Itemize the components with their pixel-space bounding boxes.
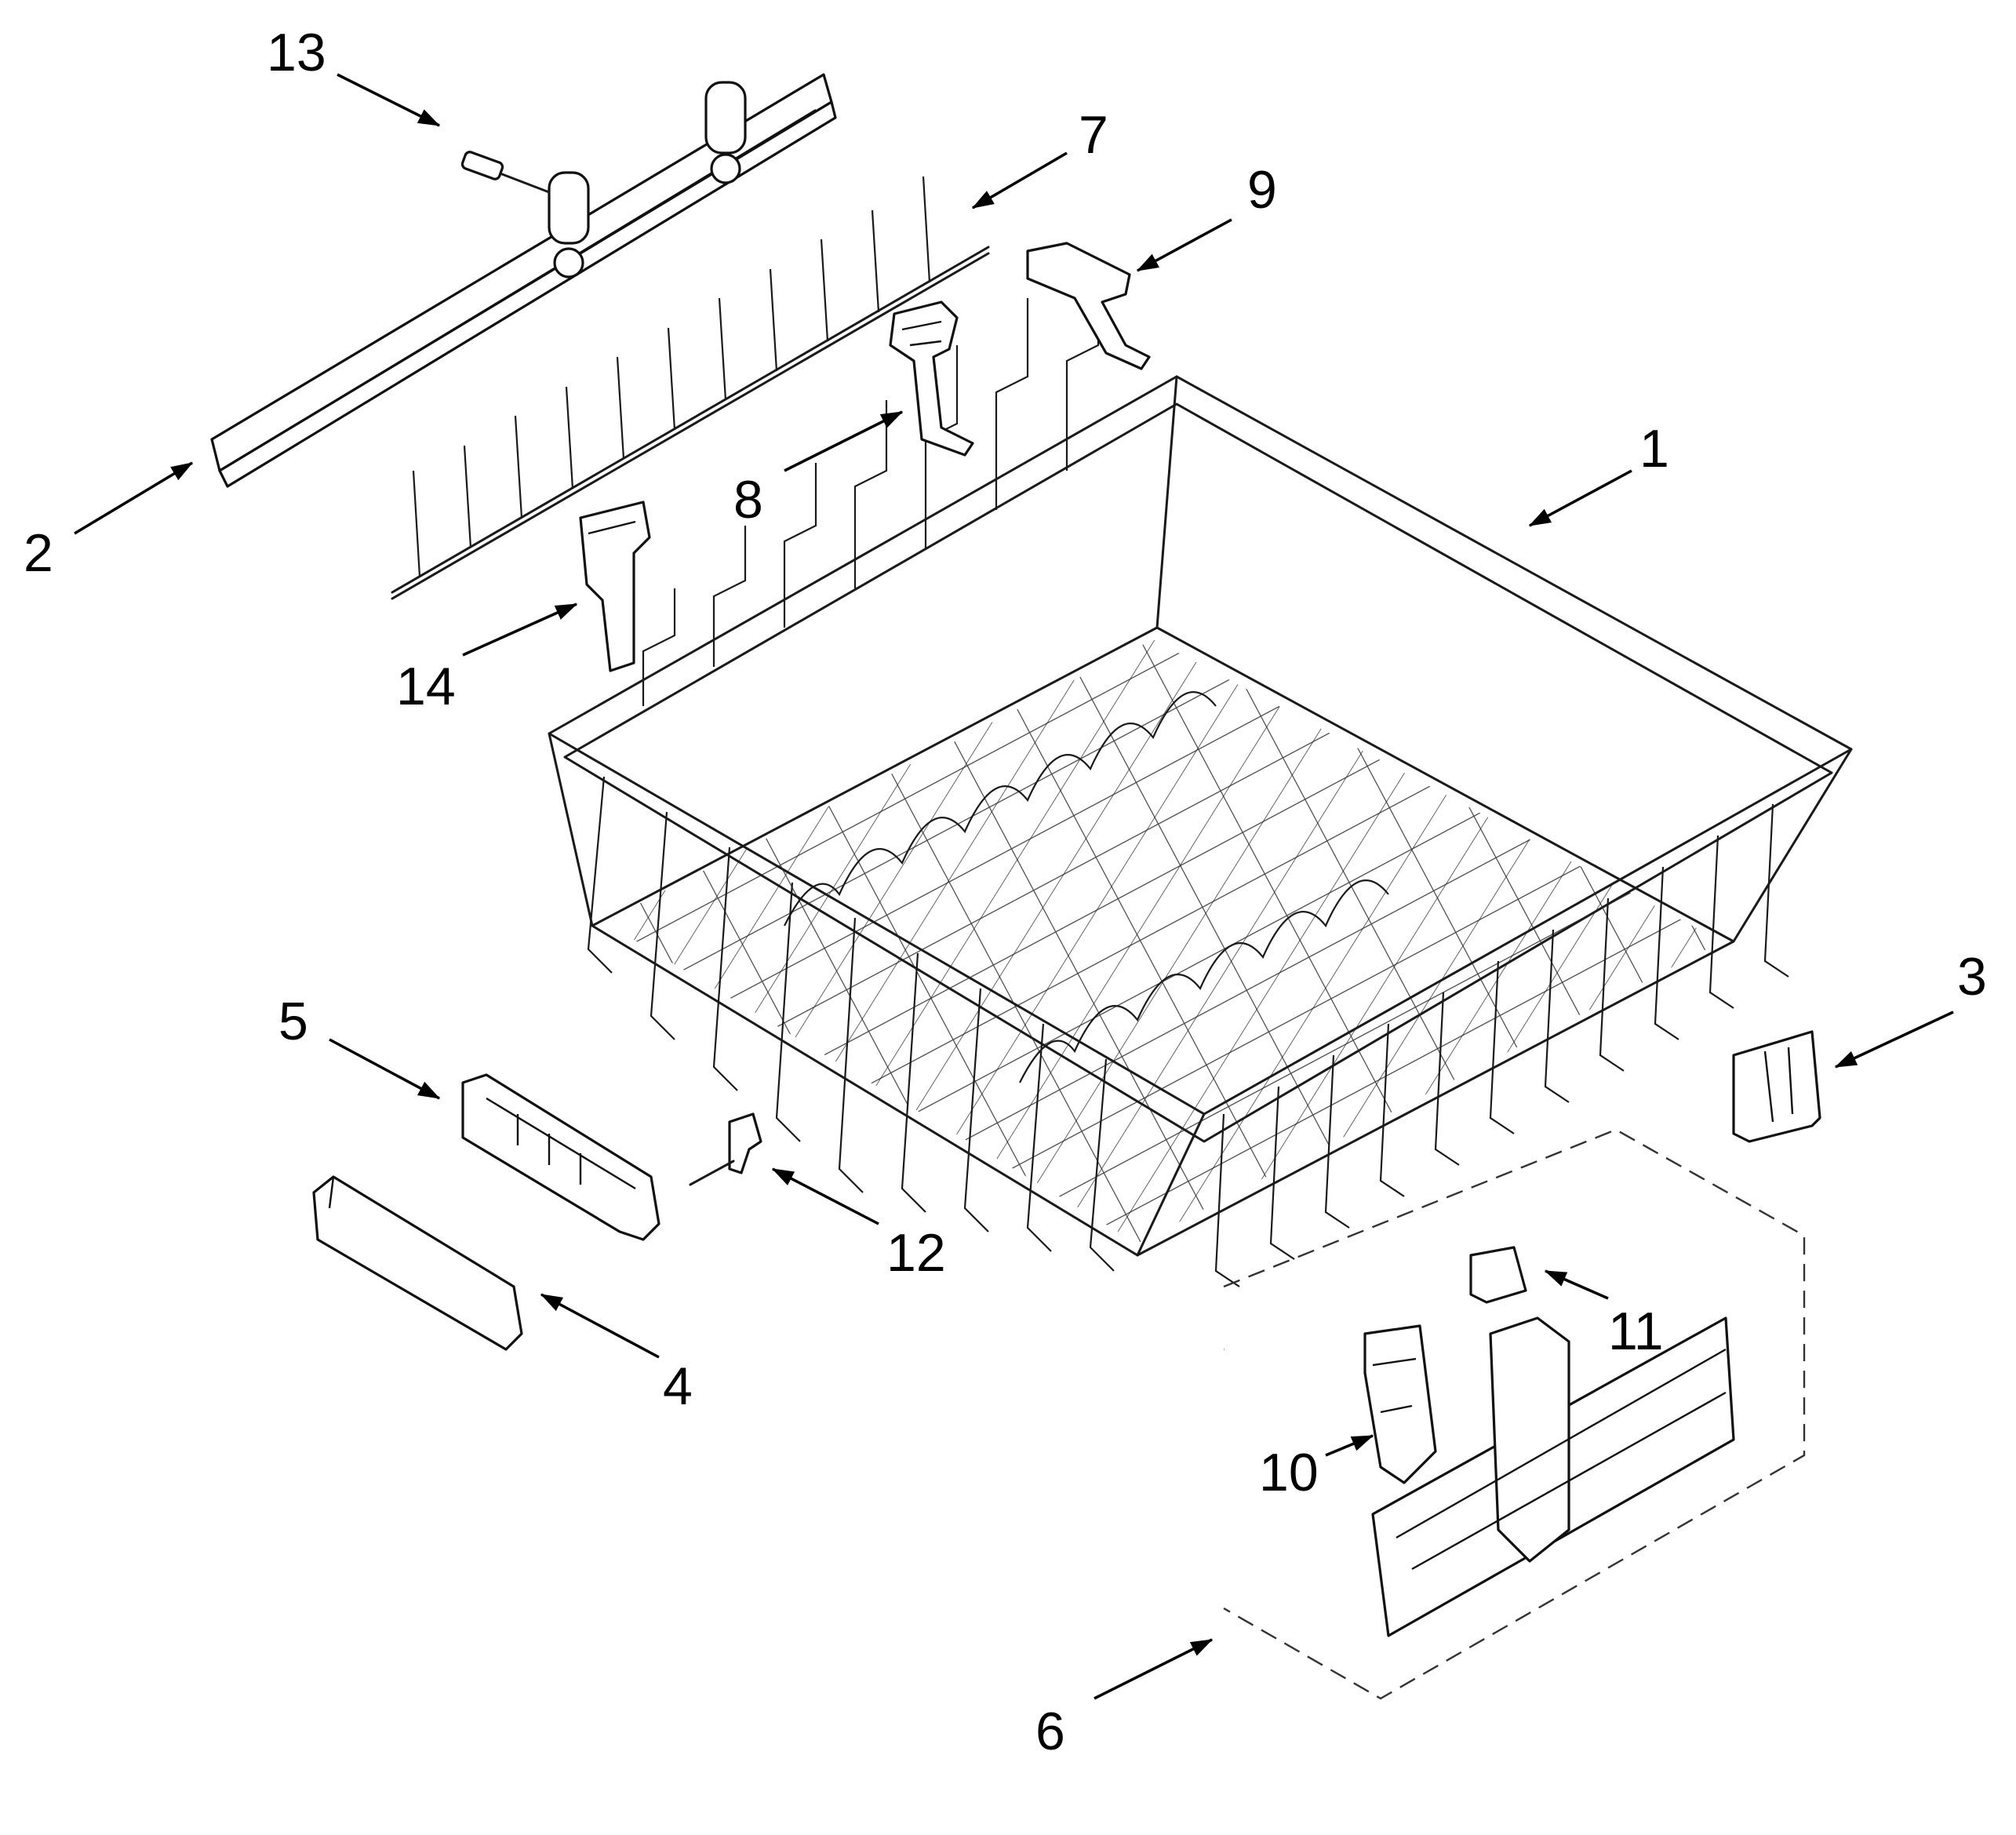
screw — [460, 151, 551, 194]
callout-8: 8 — [733, 470, 763, 530]
slide-rail — [210, 73, 837, 488]
handle-cover — [312, 1175, 523, 1351]
handle-screw — [689, 1112, 762, 1186]
dishrack-basket — [548, 275, 1853, 1287]
callout-11: 11 — [1608, 1302, 1664, 1361]
leader-arrows — [74, 73, 1954, 1700]
callout-10: 10 — [1259, 1443, 1319, 1502]
rack-clip — [889, 300, 974, 457]
callout-5: 5 — [278, 992, 308, 1051]
callout-2: 2 — [24, 523, 53, 583]
callout-1: 1 — [1639, 419, 1669, 479]
adjuster-button — [1469, 1246, 1527, 1304]
callout-3: 3 — [1957, 947, 1987, 1007]
bracket — [579, 501, 651, 672]
rack-clip-right — [1026, 242, 1151, 370]
handle-base — [461, 1073, 660, 1241]
callout-6: 6 — [1035, 1702, 1065, 1761]
stop-bracket — [1732, 1030, 1821, 1143]
callout-4: 4 — [663, 1356, 693, 1416]
callout-12: 12 — [886, 1223, 946, 1283]
tine-row — [391, 176, 990, 600]
adjuster-lever — [1363, 1324, 1437, 1484]
adjuster-kit-outline — [1223, 1128, 1806, 1700]
callout-14: 14 — [396, 657, 456, 716]
callout-9: 9 — [1247, 160, 1277, 220]
callout-7: 7 — [1079, 105, 1108, 165]
callout-labels: 1 2 3 4 5 6 7 8 9 10 11 12 13 14 — [24, 23, 1987, 1761]
adjuster-housing — [1371, 1316, 1735, 1637]
callout-13: 13 — [267, 23, 326, 82]
